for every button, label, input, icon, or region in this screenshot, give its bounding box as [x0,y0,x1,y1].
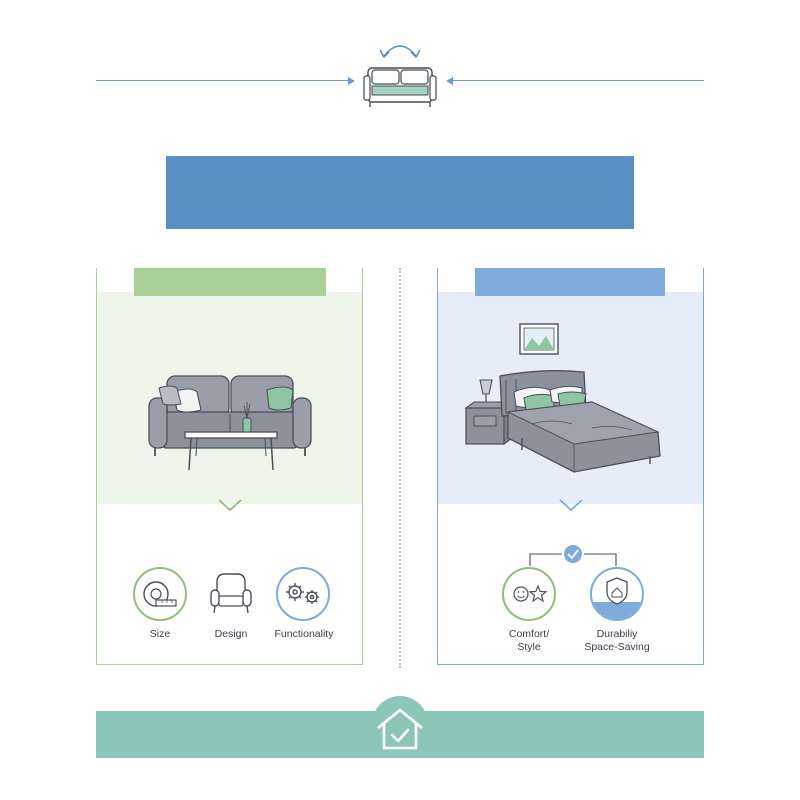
top-connector-left-arrow [348,76,355,85]
feature-label-comfort-style: Comfort/ Style [489,628,569,654]
feature-label-durability: Durabiliy Space-Saving [572,628,662,654]
house-check-icon [377,708,423,750]
left-panel: Size Design Functionality [96,268,363,665]
feature-label-comfort-line1: Comfort/ [508,628,550,640]
top-connector-left-line [96,80,350,81]
feature-label-design: Design [214,628,248,640]
armchair-icon [210,573,252,614]
right-panel-tab [475,268,665,296]
chevron-down-icon [559,499,583,512]
smiley-star-icon [502,567,556,621]
left-panel-tab [134,268,326,296]
gears-icon [276,567,330,621]
panel-divider [399,268,401,668]
shield-house-icon [590,567,644,621]
sofa-with-coffee-table-icon [148,375,312,471]
feature-label-durability-line2: Space-Saving [584,641,650,653]
feature-label-functionality: Functionality [274,628,334,640]
feature-label-comfort-line2: Style [517,641,541,653]
check-connector-icon [529,545,617,566]
bed-with-nightstand-icon [464,323,661,473]
feature-label-durability-line1: Durabiliy [596,628,638,640]
tape-measure-icon [133,567,187,621]
feature-label-size: Size [149,628,171,640]
top-connector-right-line [452,80,704,81]
header-banner [166,156,634,229]
top-connector-right-arrow [446,76,453,85]
right-panel: Comfort/ Style Durabiliy Space-Saving [437,268,704,665]
sofa-bed-convert-icon [363,45,437,107]
chevron-down-icon [218,499,242,512]
